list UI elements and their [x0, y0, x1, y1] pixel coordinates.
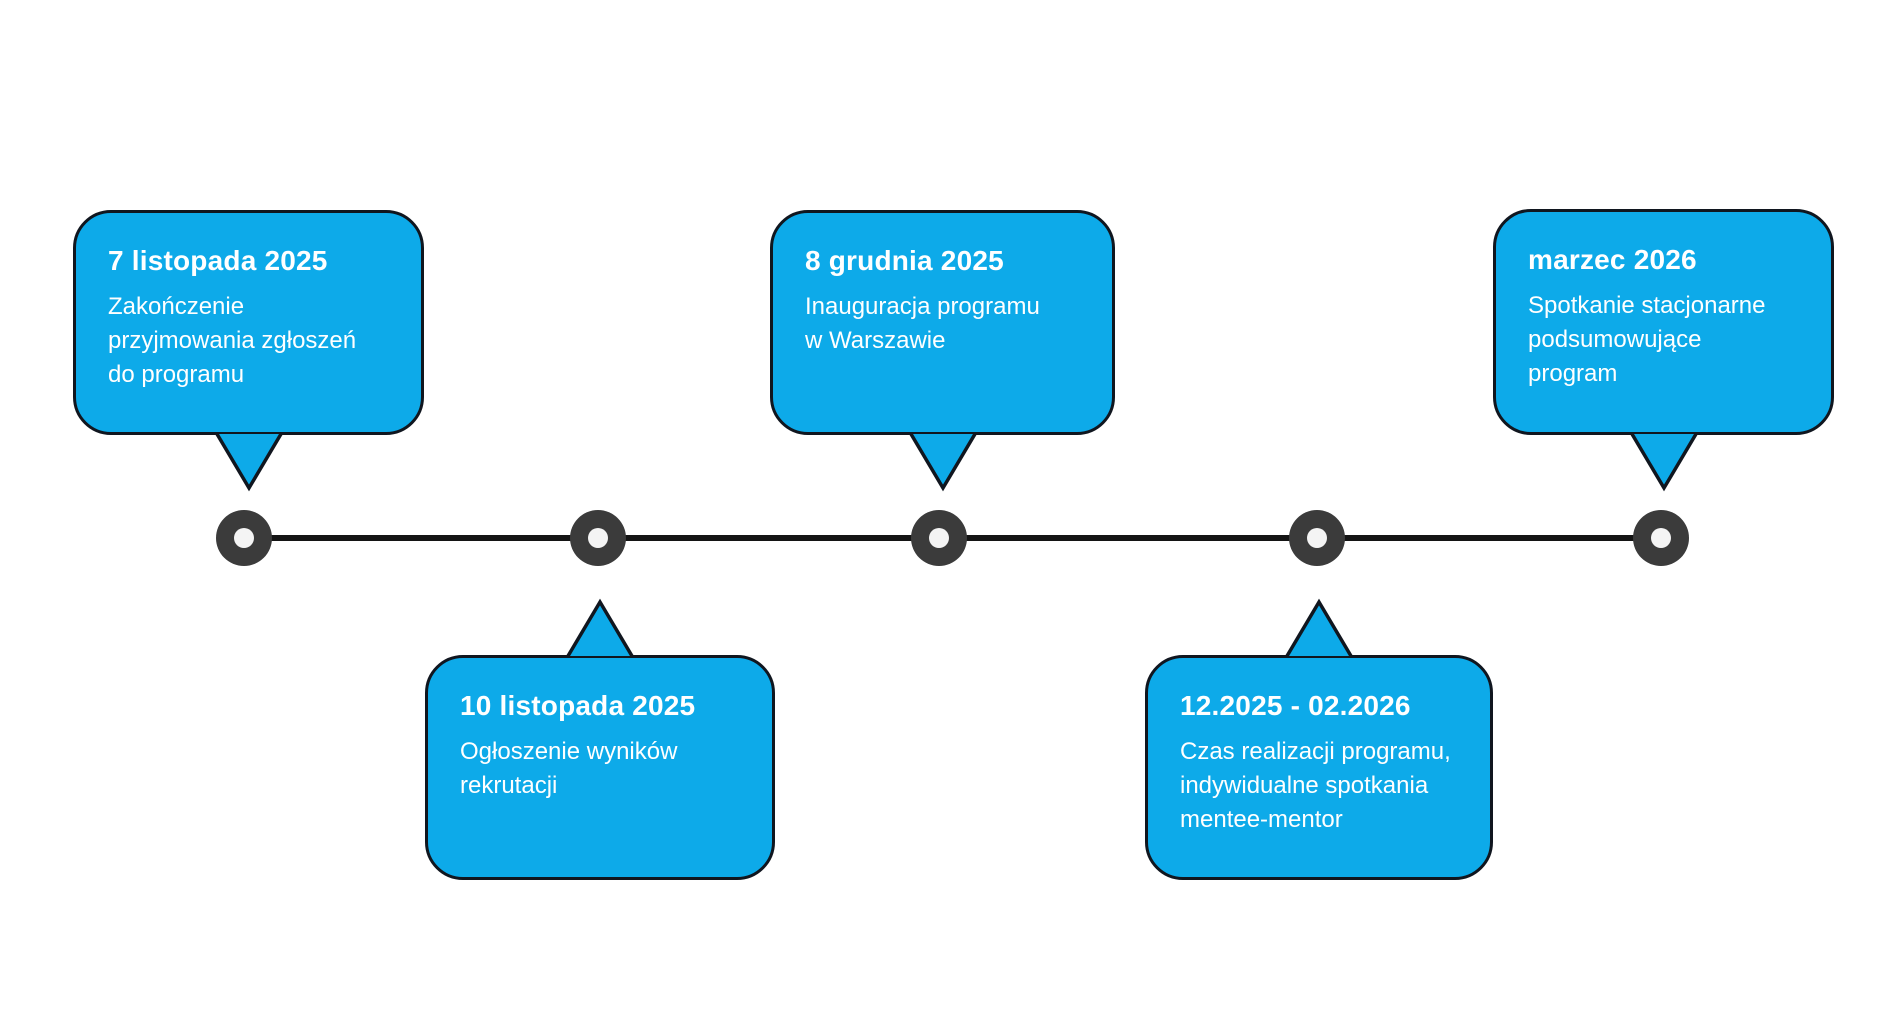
event-date: 7 listopada 2025	[108, 245, 328, 276]
timeline-node-4	[1289, 510, 1345, 566]
event-date: 12.2025 - 02.2026	[1180, 690, 1411, 721]
timeline-node-2	[570, 510, 626, 566]
event-description: Spotkanie stacjonarne podsumowujące prog…	[1528, 292, 1766, 388]
bubble-tail-down	[1629, 434, 1699, 492]
event-bubble-5: marzec 2026 Spotkanie stacjonarne podsum…	[1493, 209, 1834, 492]
bubble-tail-up	[565, 598, 635, 656]
event-description: Czas realizacji programu, indywidualne s…	[1180, 738, 1451, 834]
event-date: 8 grudnia 2025	[805, 245, 1004, 276]
event-description: Ogłoszenie wyników rekrutacji	[460, 738, 678, 800]
timeline-node-5	[1633, 510, 1689, 566]
event-description: Zakończenie przyjmowania zgłoszeń do pro…	[108, 293, 357, 389]
event-bubble-1: 7 listopada 2025 Zakończenie przyjmowani…	[73, 210, 424, 492]
event-bubble-2: 10 listopada 2025 Ogłoszenie wyników rek…	[425, 598, 775, 880]
bubble-tail-down	[908, 434, 978, 492]
timeline-node-1	[216, 510, 272, 566]
event-date: marzec 2026	[1528, 244, 1697, 275]
timeline-node-3	[911, 510, 967, 566]
event-bubble-4: 12.2025 - 02.2026 Czas realizacji progra…	[1145, 598, 1493, 880]
event-description: Inauguracja programu w Warszawie	[805, 293, 1040, 355]
bubble-tail-up	[1284, 598, 1354, 656]
event-date: 10 listopada 2025	[460, 690, 696, 721]
event-bubble-3: 8 grudnia 2025 Inauguracja programu w Wa…	[770, 210, 1115, 492]
bubble-tail-down	[214, 434, 284, 492]
